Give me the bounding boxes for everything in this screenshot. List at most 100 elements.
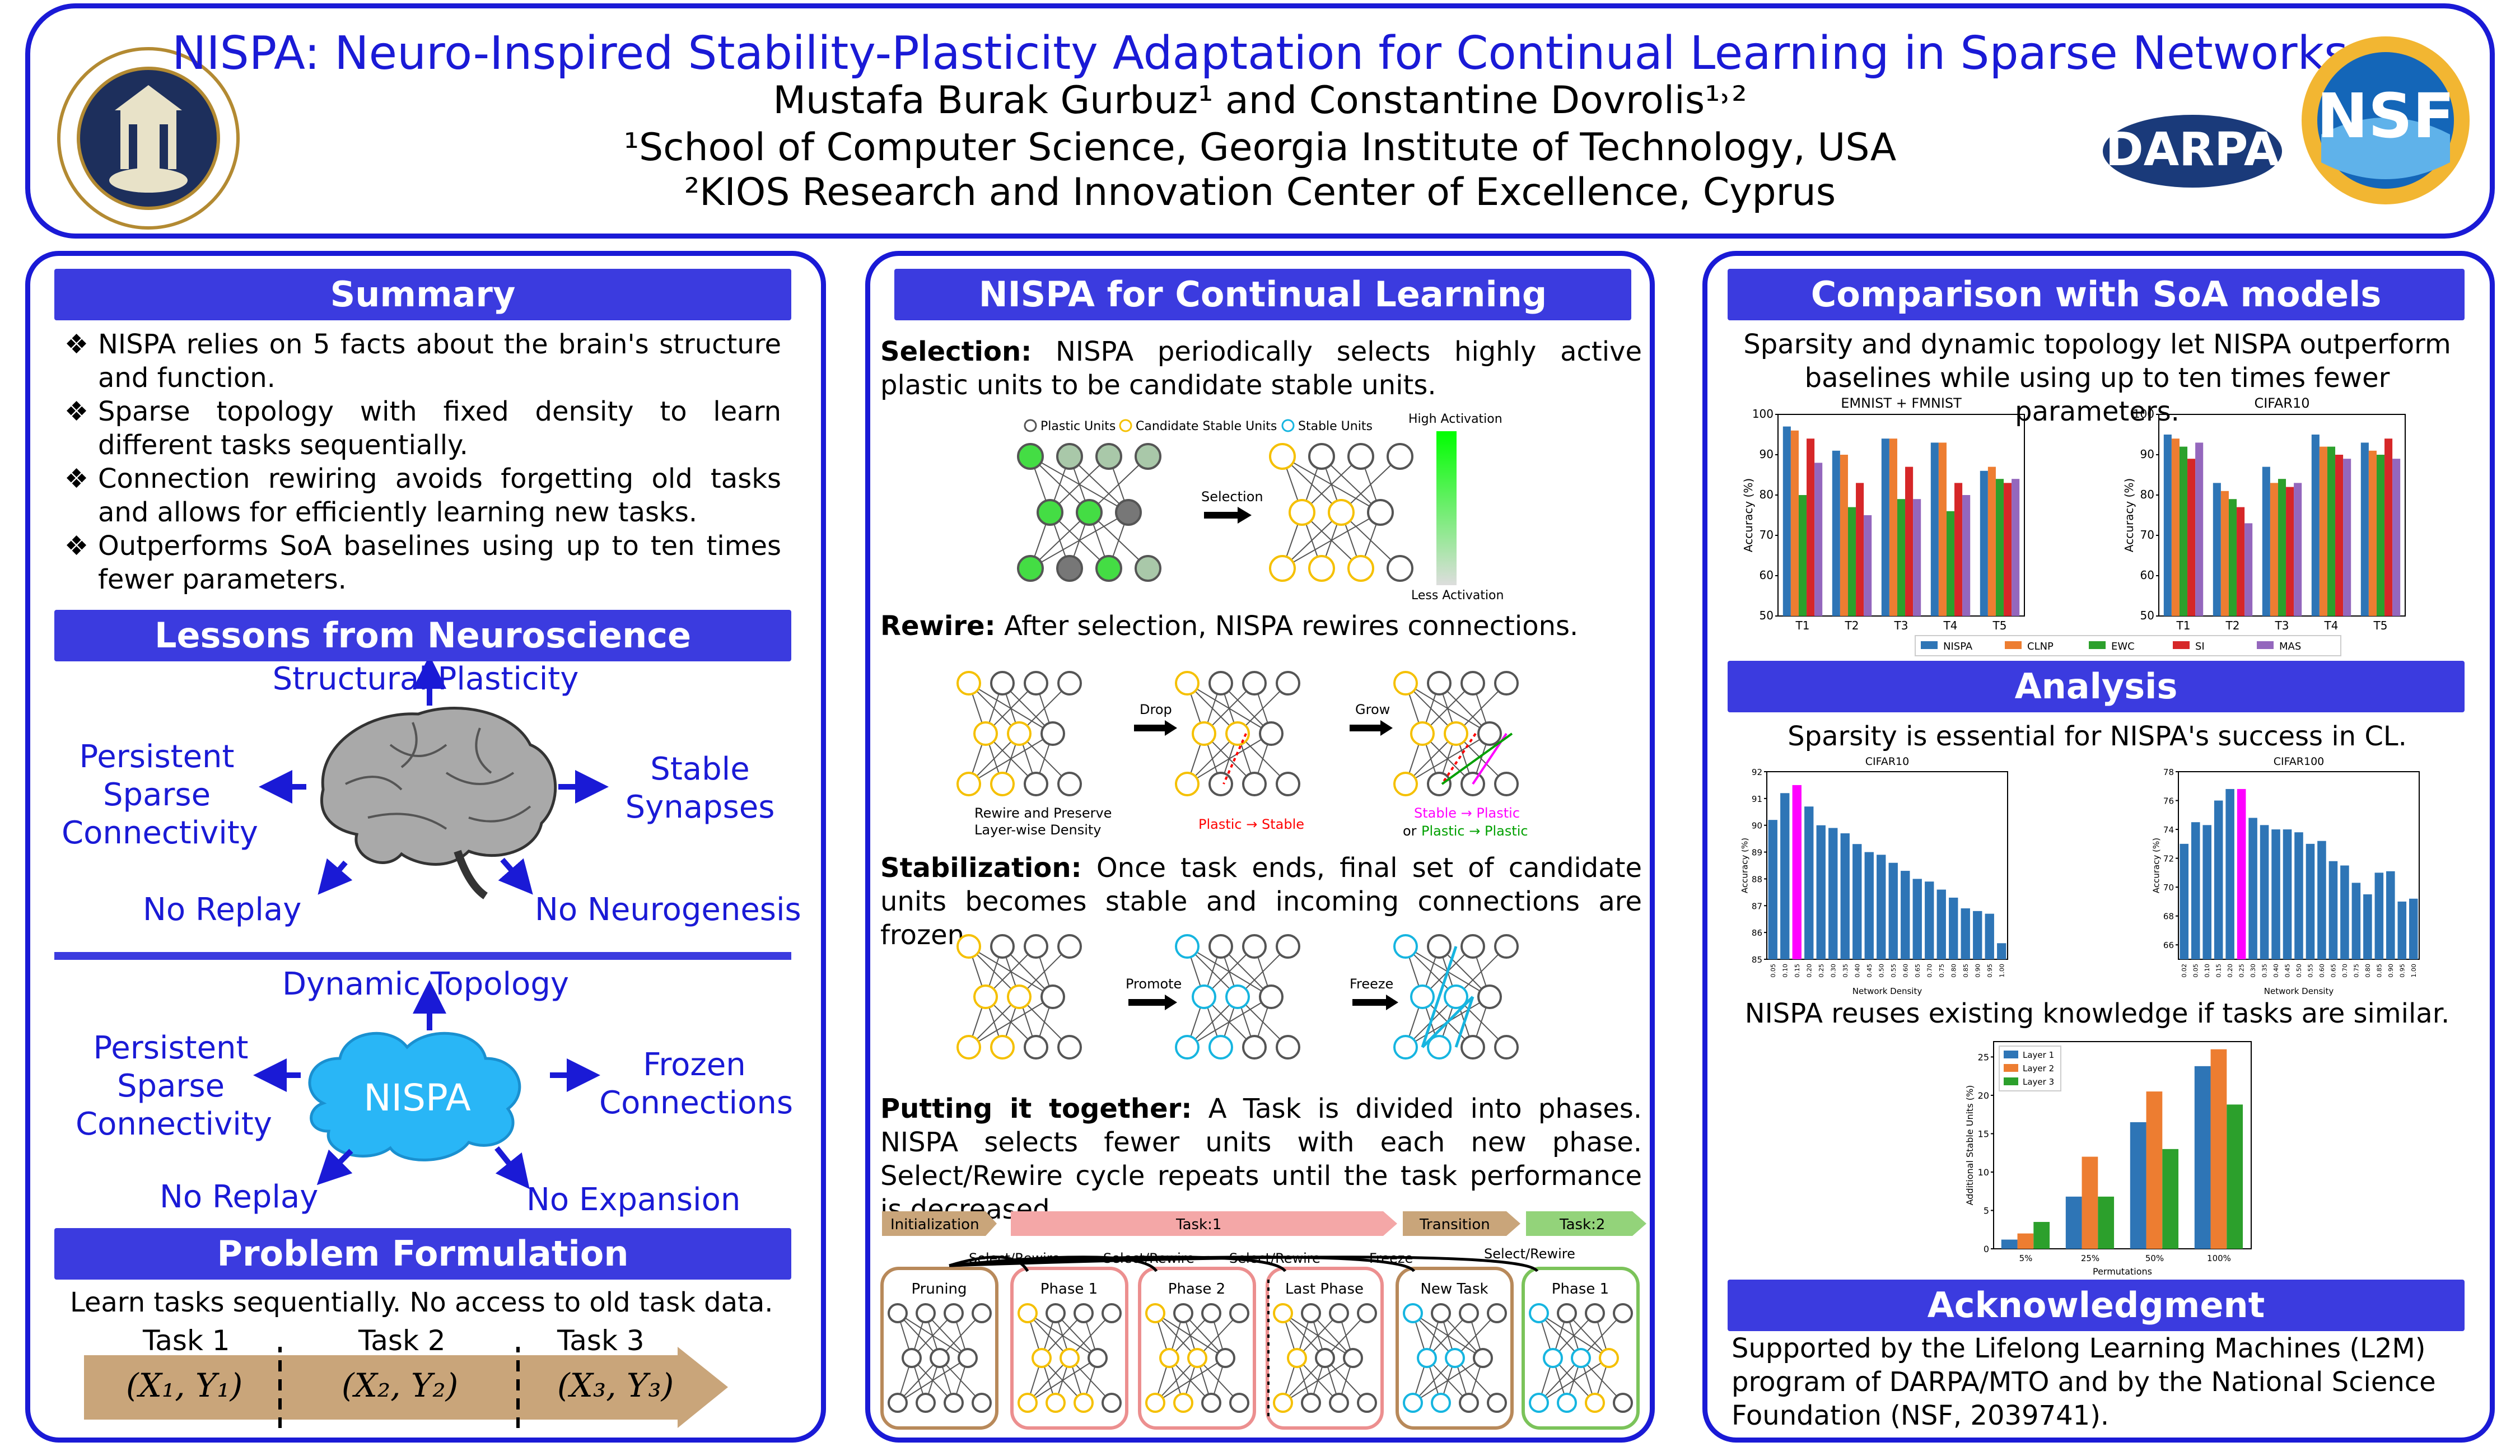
legend-swatch [2005,641,2022,649]
y-tick-label: 20 [1978,1090,1989,1101]
bar [2213,483,2221,616]
neuron [1557,1393,1577,1413]
neuron [1242,671,1267,696]
network-graphic [888,1303,992,1413]
less-activation: Less Activation [1411,589,1504,603]
neuron [1494,671,1519,696]
bar [2283,829,2292,959]
neuron [1387,443,1413,470]
legend-label: EWC [2111,641,2135,652]
bar [2082,1156,2098,1249]
bar [1828,828,1838,959]
phase-label: Last Phase [1285,1281,1364,1298]
y-tick-label: 85 [1752,955,1762,965]
y-tick-label: 50 [1760,609,1774,622]
bar [1905,466,1914,616]
together-text: Putting it together: A Task is divided i… [880,1092,1642,1226]
x-tick-label: 0.45 [2284,964,2292,978]
label-persistent-sparse: Persistent Sparse Connectivity [62,739,258,851]
x-tick-label: 0.90 [1974,964,1981,978]
x-tick-label: 0.02 [2181,964,2188,978]
x-tick-label: 0.40 [1854,964,1861,978]
selection-diagram: Plastic Units Candidate Stable Units Sta… [1014,409,1518,610]
bar [1792,785,1802,959]
neuron [1201,1303,1221,1323]
x-tick-label: 0.65 [1914,964,1921,978]
comparison-heading: Comparison with SoA models [1728,269,2465,320]
x-tick-label: 0.05 [2192,964,2200,978]
y-tick-label: 72 [2163,854,2174,864]
x-axis-label: Network Density [2264,986,2334,996]
network-graphic [1403,1303,1507,1413]
y-tick-label: 70 [2140,528,2154,542]
phase-bar-init: Initialization [890,1216,979,1233]
bar [2311,435,2320,616]
x-tick-label: 0.10 [1781,964,1789,978]
bar [2278,479,2286,616]
neuron [1040,721,1065,746]
bar [1782,426,1791,616]
bar [1768,820,1777,959]
x-tick-label: T3 [1894,619,1908,632]
x-tick-label: T3 [2275,619,2289,632]
bar [2033,1222,2050,1249]
x-tick-label: T2 [2225,619,2240,632]
bar [2360,442,2369,616]
neuron [1444,721,1468,746]
neuron [990,1035,1015,1060]
neuron [1056,443,1083,470]
y-tick-label: 70 [1760,528,1774,542]
brain-icon [320,707,557,899]
neuron [1259,721,1284,746]
neuron [1599,1348,1619,1368]
neuron [1057,772,1082,796]
neuron [1393,772,1418,796]
x-tick-label: 1.00 [1998,964,2005,978]
frozen-connection [1454,996,1474,1048]
x-tick-label: 0.70 [1926,964,1933,978]
neuron [958,1348,978,1368]
x-tick-label: T5 [1992,619,2007,632]
summary-heading: Summary [54,269,791,320]
stabilization-body: Once task ends, final set of candidate u… [880,852,1642,951]
y-tick-label: 89 [1752,848,1762,858]
plot-frame [1766,771,2008,960]
neuron [1571,1348,1591,1368]
bar [2374,872,2384,959]
bar [2162,1149,2179,1249]
neuron [956,671,981,696]
bar [1807,438,1815,616]
neuron [1427,934,1452,959]
neuron [973,721,998,746]
y-tick-label: 0 [1984,1244,1989,1254]
bar [2376,455,2385,616]
neuron [1301,1393,1321,1413]
neuron [1201,1393,1221,1413]
bar [2327,446,2336,616]
neuron [1529,1393,1549,1413]
x-tick-label: 0.20 [2227,964,2234,978]
rewire-caption-3b-or: or [1403,823,1417,839]
bar [2397,901,2407,959]
x-tick-label: 0.85 [1962,964,1970,978]
promote-label: Promote [1126,976,1182,992]
bar [1949,897,1958,959]
neuron [1477,721,1502,746]
x-tick-label: 0.15 [2215,964,2223,978]
neuron [1229,1393,1249,1413]
legend-label: MAS [2279,641,2301,652]
bar [2317,841,2326,959]
label-structural-plasticity: Structural Plasticity [272,661,579,697]
x-tick-label: 0.05 [1770,964,1777,978]
grown-connection [1441,732,1513,785]
x-tick-label: 0.70 [2341,964,2349,978]
neuron [1057,671,1082,696]
bar [2294,483,2302,616]
bar [2146,1091,2163,1249]
y-tick-label: 25 [1978,1052,1989,1062]
x-tick-label: T4 [2324,619,2339,632]
bar [1840,833,1850,959]
bar [2202,825,2211,959]
stabilization-svg: Promote Freeze [956,934,1519,1060]
